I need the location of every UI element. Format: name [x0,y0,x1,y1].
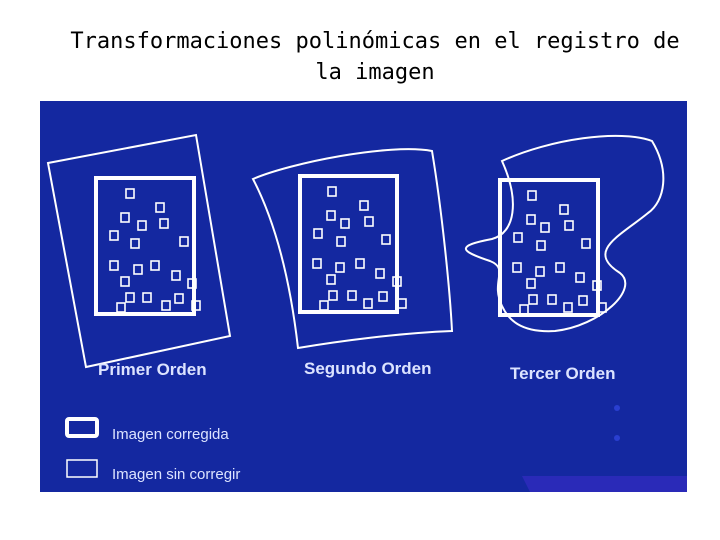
slide-title: Transformaciones polinómicas en el regis… [70,29,680,85]
pixel-square [397,298,407,309]
pixel-square [512,262,522,273]
second-order-uncorrected-outline [251,148,454,350]
second-order-label: Segundo Orden [304,359,432,378]
pixel-square [336,236,346,247]
pixel-square [559,204,569,215]
pixel-square [161,300,171,311]
pixel-square [159,218,169,229]
pixel-square [125,188,135,199]
third-order-panel: Tercer Orden [465,134,665,383]
third-order-uncorrected-outline [465,134,665,333]
pixel-square [381,234,391,245]
pixel-square [155,202,165,213]
pixel-square [312,258,322,269]
third-order-corrected-frame [498,178,600,317]
pixel-square [120,212,130,223]
pixel-square [547,294,557,305]
pixel-square [540,222,550,233]
legend-uncorrected-label: Imagen sin corregir [112,466,240,483]
second-order-pixel-squares [312,186,407,311]
pixel-square [116,302,126,313]
pixel-square [563,302,573,313]
legend-corrected-swatch [65,417,99,438]
pixel-square [355,258,365,269]
pixel-square [513,232,523,243]
pixel-square [191,300,201,311]
first-order-label: Primer Orden [98,360,207,379]
pixel-square [133,264,143,275]
legend-uncorrected-swatch [66,459,98,478]
pixel-square [555,262,565,273]
pixel-square [526,278,536,289]
pixel-square [528,294,538,305]
legend: Imagen corregida Imagen sin corregir [65,417,240,483]
pixel-square [536,240,546,251]
pixel-square [109,230,119,241]
pixel-square [340,218,350,229]
pixel-square [327,186,337,197]
pixel-square [130,238,140,249]
pixel-square [313,228,323,239]
pixel-square [326,274,336,285]
pixel-square [526,214,536,225]
pixel-square [179,236,189,247]
bottom-accent-bar [522,476,687,492]
decorative-dot [614,405,620,411]
pixel-square [592,280,602,291]
pixel-square [335,262,345,273]
pixel-square [578,295,588,306]
pixel-square [120,276,130,287]
legend-corrected-label: Imagen corregida [112,426,229,443]
pixel-square [392,276,402,287]
pixel-square [597,302,607,313]
pixel-square [347,290,357,301]
first-order-uncorrected-outline [46,133,232,369]
pixel-square [564,220,574,231]
pixel-square [359,200,369,211]
pixel-square [326,210,336,221]
third-order-pixel-squares [512,190,607,315]
pixel-square [142,292,152,303]
pixel-square [187,278,197,289]
pixel-square [375,268,385,279]
pixel-square [363,298,373,309]
decorative-dot [614,435,620,441]
pixel-square [581,238,591,249]
pixel-square [319,300,329,311]
pixel-square [328,290,338,301]
first-order-pixel-squares [109,188,201,313]
pixel-square [519,304,529,315]
first-order-corrected-frame [94,176,196,316]
second-order-panel: Segundo Orden [251,148,454,378]
transformations-diagram: Primer Orden Segundo Orden Tercer Orden … [40,101,687,492]
pixel-square [137,220,147,231]
second-order-corrected-frame [298,174,399,314]
pixel-square [575,272,585,283]
pixel-square [125,292,135,303]
pixel-square [527,190,537,201]
pixel-square [174,293,184,304]
pixel-square [535,266,545,277]
third-order-label: Tercer Orden [510,364,616,383]
pixel-square [150,260,160,271]
pixel-square [171,270,181,281]
first-order-panel: Primer Orden [46,133,232,379]
pixel-square [378,291,388,302]
pixel-square [364,216,374,227]
pixel-square [109,260,119,271]
